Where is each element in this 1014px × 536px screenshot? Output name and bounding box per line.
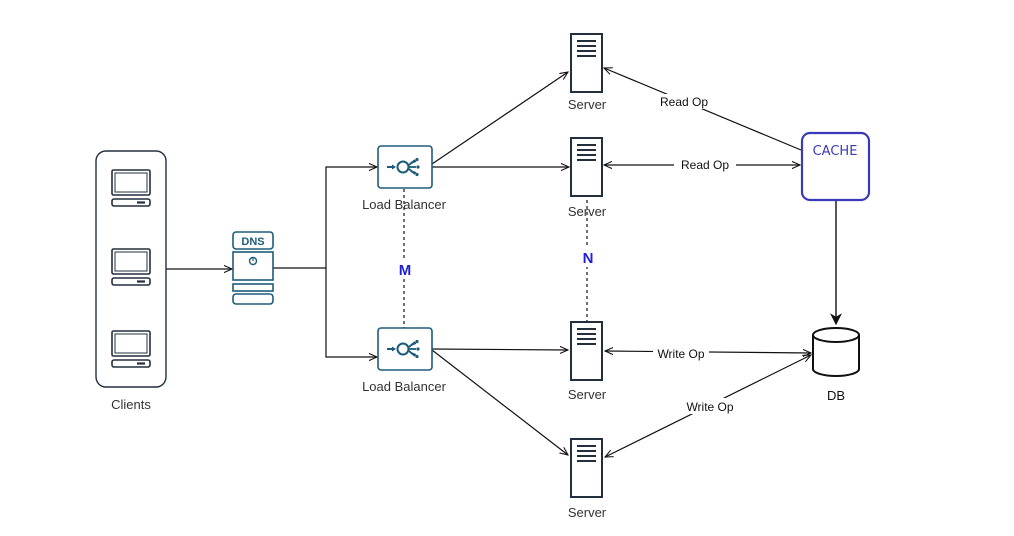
cache-label: CACHE xyxy=(813,144,858,159)
cache-box xyxy=(800,131,871,202)
server-3-label: Server xyxy=(568,387,607,402)
client-desktop-icon xyxy=(110,168,152,208)
client-desktop-icon xyxy=(110,247,152,287)
client-desktop-icon xyxy=(110,329,152,369)
load-balancer-icon xyxy=(377,327,433,371)
edge-labels: Read Op Read Op Write Op Write Op xyxy=(653,94,740,414)
server-2-label: Server xyxy=(568,204,607,219)
load-balancer-bottom-label: Load Balancer xyxy=(362,379,447,394)
load-balancer-icon xyxy=(377,145,433,189)
edge-lb-bottom-server-3 xyxy=(431,349,568,350)
load-balancer-top-label: Load Balancer xyxy=(362,197,447,212)
server-multiplicity-label: N xyxy=(583,250,594,267)
dns-label: DNS xyxy=(241,236,264,248)
edge-lb-top-server-1 xyxy=(431,72,568,165)
edges xyxy=(166,68,842,457)
clients-node[interactable]: Clients xyxy=(95,150,167,412)
edge-dns-lb-top xyxy=(273,167,377,269)
server-icon xyxy=(570,321,603,381)
server-1-label: Server xyxy=(568,97,607,112)
server-1-node[interactable]: Server xyxy=(568,33,607,112)
server-3-node[interactable]: Server xyxy=(568,321,607,402)
load-balancer-bottom-node[interactable]: Load Balancer xyxy=(362,327,447,394)
edge-label-write-op-2: Write Op xyxy=(686,400,733,414)
server-icon xyxy=(570,137,603,197)
server-4-label: Server xyxy=(568,505,607,520)
database-cylinder-icon xyxy=(812,327,860,377)
load-balancer-multiplicity-label: M xyxy=(399,262,412,279)
dns-server-icon xyxy=(232,231,274,305)
cache-node[interactable]: CACHE xyxy=(800,131,871,202)
edge-lb-bottom-server-4 xyxy=(431,349,568,455)
db-node[interactable]: DB xyxy=(812,327,860,403)
edge-label-read-op-2: Read Op xyxy=(681,158,729,172)
server-2-node[interactable]: Server xyxy=(568,137,607,219)
dns-node[interactable]: DNS xyxy=(232,231,274,305)
load-balancer-top-node[interactable]: Load Balancer xyxy=(362,145,447,212)
edge-dns-lb-bottom xyxy=(325,268,377,357)
server-icon xyxy=(570,438,603,498)
server-4-node[interactable]: Server xyxy=(568,438,607,520)
edge-label-read-op-1: Read Op xyxy=(660,95,708,109)
edge-label-write-op-1: Write Op xyxy=(657,347,704,361)
clients-label: Clients xyxy=(111,397,151,412)
server-icon xyxy=(570,33,603,93)
db-label: DB xyxy=(827,388,845,403)
